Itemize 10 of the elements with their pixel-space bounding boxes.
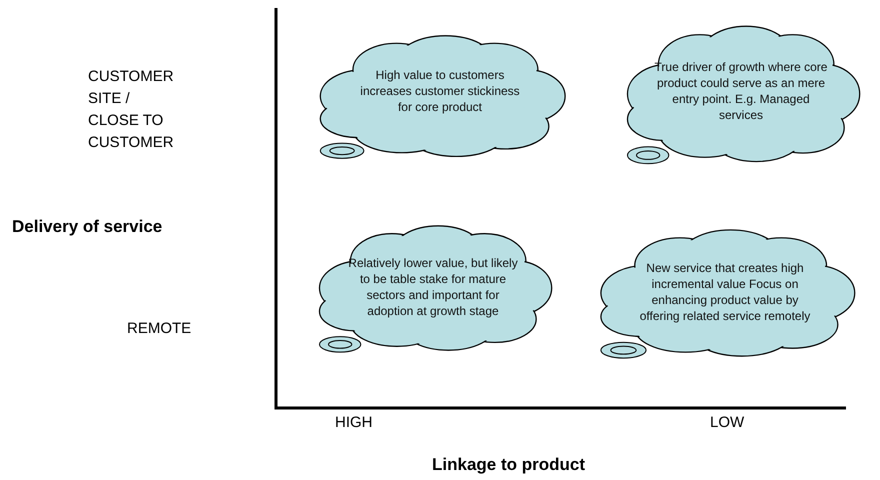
axis-category-label: CUSTOMER SITE / CLOSE TO CUSTOMER [88,67,175,153]
cloud-text: Relatively lower value, but likely to be table stake for mature sectors and important for adoption at growth stage [348,255,518,319]
axis-category-label: HIGH [335,413,372,433]
cloud-text: New service that creates high incremental value Focus on enhancing product value by offering related service remotely [638,260,812,324]
axis-title: Delivery of service [12,216,162,238]
cloud-text: High value to customers increases customer stickiness for core product [359,67,521,115]
axis-category-label: REMOTE [127,319,192,339]
axis-title: Linkage to product [432,454,585,476]
axis-category-label: LOW [710,413,744,433]
cloud-text: True driver of growth where core product could serve as an mere entry point. E.g. Managed services [654,59,828,123]
